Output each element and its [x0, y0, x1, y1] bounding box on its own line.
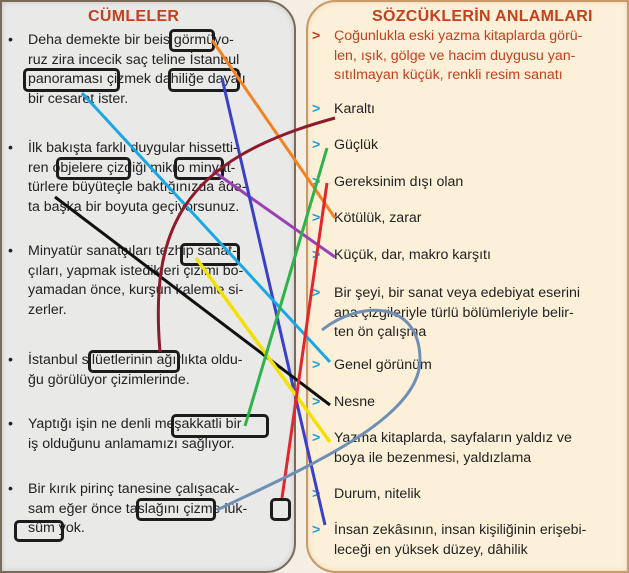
arrow-icon: >	[312, 101, 321, 117]
match-line-orange	[210, 39, 337, 219]
definition-line: Bir şeyi, bir sanat veya edebiyat eserin…	[334, 285, 581, 301]
definition-line: sıtılmayan küçük, renkli resim sanatı	[334, 67, 563, 84]
arrow-icon: >	[312, 486, 321, 502]
definition-line: ana çizgileriyle türlü bölümleriyle beli…	[334, 304, 574, 321]
definition-line: ten ön çalışma	[334, 324, 427, 341]
arrow-icon: >	[312, 210, 321, 226]
sentences-panel	[0, 0, 296, 573]
definition-line: Küçük, dar, makro karşıtı	[334, 247, 491, 263]
word-box-panoramasi[interactable]	[23, 68, 120, 92]
sentence-line: Yaptığı işin ne denli meşakkatli bir	[28, 416, 242, 432]
bullet-icon: •	[8, 416, 13, 432]
word-box-mesakkatli[interactable]	[171, 414, 269, 438]
word-box-sum[interactable]	[14, 520, 64, 542]
meanings-title: SÖZCÜKLERİN ANLAMLARI	[372, 8, 593, 25]
arrow-icon: >	[312, 522, 321, 538]
sentence-line: ğu görülüyor çizimlerinde.	[28, 371, 190, 388]
definition-line: İnsan zekâsının, insan kişiliğinin erişe…	[334, 522, 587, 538]
sentence-line: iş olduğunu anlamamızı sağlıyor.	[28, 435, 235, 452]
sentence-line: Deha demekte bir beis görmüyo-	[28, 32, 234, 48]
definition-line: len, ışık, gölge ve hacim duygusu yan-	[334, 47, 576, 64]
match-line-maroon	[156, 116, 336, 353]
sentence-line: süm yok.	[28, 520, 85, 537]
match-line-slate	[216, 308, 422, 512]
match-line-black	[54, 195, 331, 407]
definition-line: Genel görünüm	[334, 357, 432, 373]
definition-line: Çoğunlukla eski yazma kitaplarda görü-	[334, 28, 583, 44]
definition-line: Nesne	[334, 394, 376, 410]
definition-line: leceği en yüksek düzey, dâhilik	[334, 541, 528, 558]
definition-line: Yazma kitaplarda, sayfaların yaldız ve	[334, 430, 572, 446]
match-line-red	[280, 182, 329, 499]
sentence-line: bir cesaret ister.	[28, 90, 129, 107]
meanings-panel	[306, 0, 629, 573]
match-line-green	[243, 147, 329, 427]
arrow-icon: >	[312, 430, 321, 446]
arrow-icon: >	[312, 285, 321, 301]
definition-line: Kötülük, zarar	[334, 210, 422, 226]
bullet-icon: •	[8, 140, 13, 156]
word-box-luk[interactable]	[270, 498, 291, 521]
word-box-objelere[interactable]	[56, 157, 131, 180]
arrow-icon: >	[312, 28, 321, 44]
arrow-icon: >	[312, 357, 321, 373]
word-box-taslagini[interactable]	[136, 498, 216, 521]
sentence-line: zerler.	[28, 301, 67, 318]
word-box-tezhip[interactable]	[180, 243, 240, 266]
sentence-line: türlere büyüteçle baktığınızda âde-	[28, 179, 247, 196]
bullet-icon: •	[8, 32, 13, 48]
sentence-line: ren objelere çizdiği mikro minyat-	[28, 159, 236, 176]
bullet-icon: •	[8, 352, 13, 368]
word-box-siluetlerinin[interactable]	[88, 350, 180, 373]
definition-line: Gereksinim dışı olan	[334, 174, 464, 190]
definition-line: Karaltı	[334, 101, 376, 117]
sentence-line: Bir kırık pirinç tanesine çalışacak-	[28, 481, 240, 497]
sentence-line: yamadan önce, kurşun kalemle si-	[28, 282, 244, 299]
definition-line: Güçlük	[334, 137, 379, 153]
definition-line: boya ile bezenmesi, yaldızlama	[334, 449, 532, 466]
match-line-cyan	[80, 91, 332, 364]
arrow-icon: >	[312, 137, 321, 153]
sentence-line: panoraması çizmek dahiliğe dayalı	[28, 71, 246, 88]
sentence-line: çıları, yapmak istedikleri çizimi bo-	[28, 262, 244, 279]
sentence-line: ruz zira incecik saç teline İstanbul	[28, 51, 240, 68]
match-line-yellow	[194, 256, 332, 444]
arrow-icon: >	[312, 394, 321, 410]
bullet-icon: •	[8, 243, 13, 259]
sentence-line: İstanbul silüetlerinin ağırlıkta oldu-	[28, 352, 243, 368]
definition-line: Durum, nitelik	[334, 486, 421, 502]
bullet-icon: •	[8, 481, 13, 497]
sentences-title: CÜMLELER	[88, 8, 180, 25]
match-line-purple	[212, 169, 336, 259]
